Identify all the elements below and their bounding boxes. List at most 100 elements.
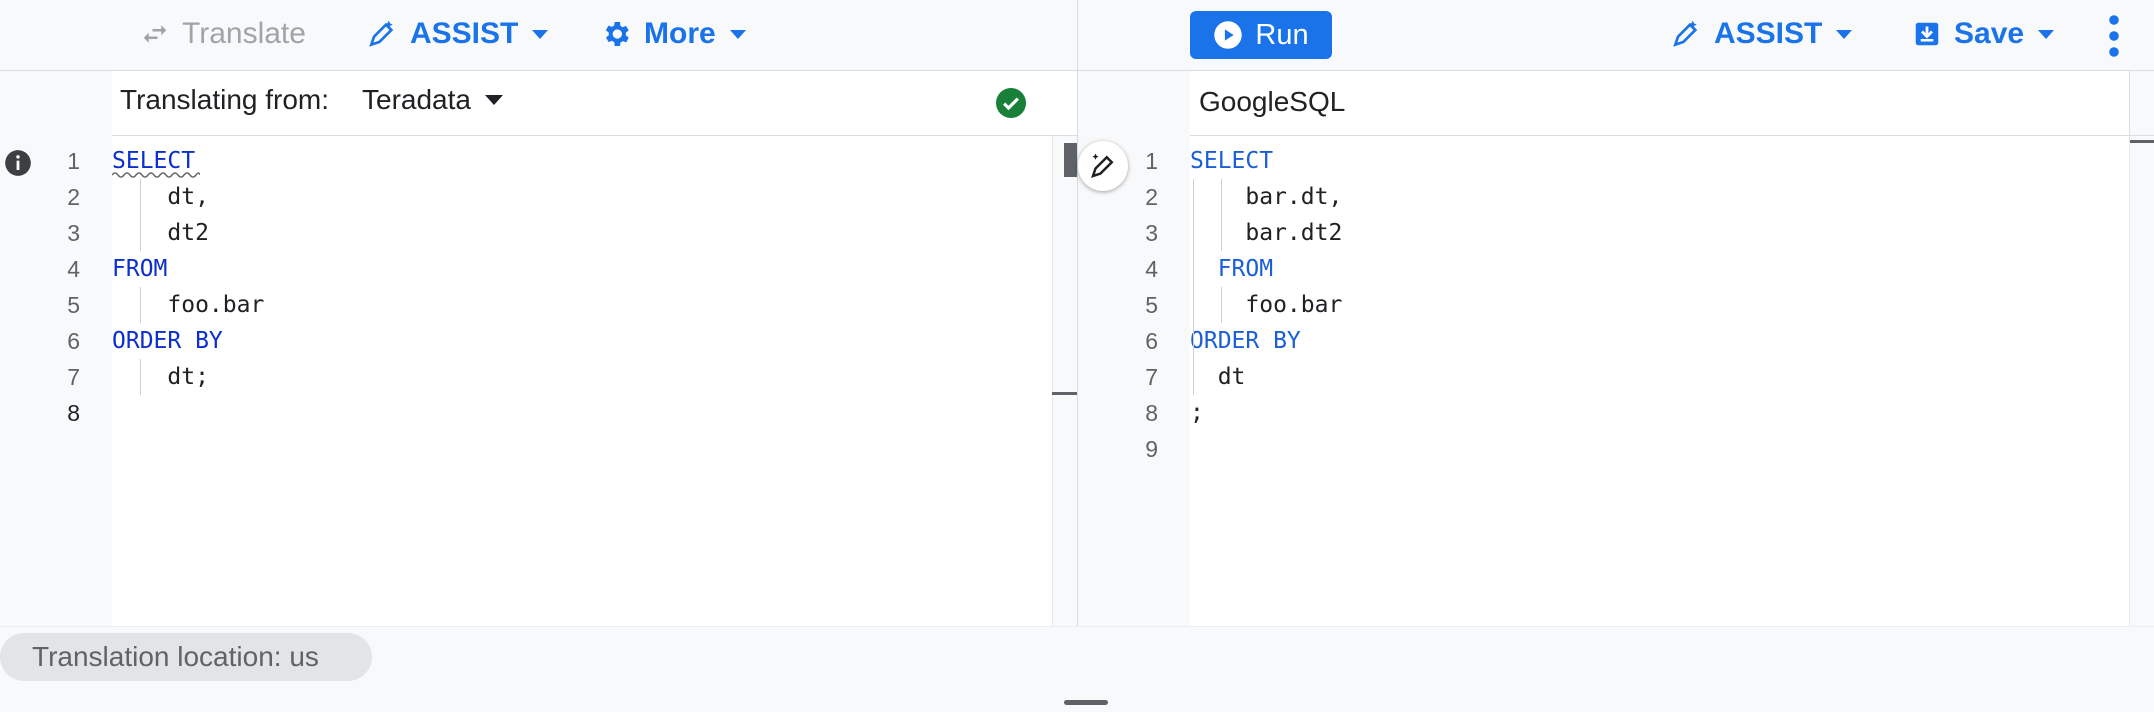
line-number: 4 bbox=[67, 256, 80, 282]
sql-text: dt, bbox=[167, 184, 209, 210]
kebab-menu-button[interactable] bbox=[2104, 14, 2124, 58]
target-line-numbers: 1 2 3 4 5 6 7 8 9 bbox=[1118, 143, 1158, 467]
code-line: bar.dt2 bbox=[1190, 215, 1342, 251]
source-scroll-thumb[interactable] bbox=[1064, 143, 1077, 177]
chevron-down-icon bbox=[729, 29, 746, 39]
code-line bbox=[1190, 431, 1342, 467]
assist-inline-button[interactable] bbox=[1078, 141, 1128, 191]
magic-pen-icon bbox=[1091, 153, 1114, 178]
pane-divider[interactable] bbox=[1077, 0, 1078, 626]
code-line: dt2 bbox=[112, 215, 264, 251]
line-number: 4 bbox=[1145, 256, 1158, 282]
target-scroll-marker bbox=[2130, 140, 2154, 143]
chevron-down-icon bbox=[532, 29, 549, 39]
code-line: bar.dt, bbox=[1190, 179, 1342, 215]
line-number: 9 bbox=[1145, 436, 1158, 462]
translate-button[interactable]: Translate bbox=[140, 4, 306, 64]
sql-text: bar.dt, bbox=[1245, 184, 1343, 210]
more-button[interactable]: More bbox=[600, 4, 746, 64]
more-label: More bbox=[644, 17, 716, 50]
code-line bbox=[112, 395, 264, 431]
line-number: 6 bbox=[67, 328, 80, 354]
more-vert-icon bbox=[2109, 15, 2119, 57]
sql-keyword: ORDER BY bbox=[112, 328, 223, 354]
sql-keyword: SELECT bbox=[1190, 148, 1274, 174]
source-dialect-select[interactable]: Teradata bbox=[362, 84, 503, 116]
assist-left-label: ASSIST bbox=[410, 17, 519, 50]
sql-keyword: FROM bbox=[112, 256, 168, 282]
save-download-icon bbox=[1915, 22, 1939, 46]
magic-pen-icon bbox=[369, 20, 394, 47]
code-line: ORDER BY bbox=[112, 323, 264, 359]
code-line: SELECT bbox=[112, 143, 264, 179]
play-circle-icon bbox=[1214, 21, 1243, 49]
line-number: 3 bbox=[1145, 220, 1158, 246]
source-editor[interactable] bbox=[112, 136, 1052, 626]
target-header-edge bbox=[2129, 71, 2130, 135]
source-scroll-marker bbox=[1052, 392, 1077, 395]
indent-guide bbox=[1221, 179, 1222, 251]
target-header bbox=[1190, 71, 2130, 135]
code-line: FROM bbox=[112, 251, 264, 287]
code-line: SELECT bbox=[1190, 143, 1342, 179]
resize-handle[interactable] bbox=[1064, 700, 1108, 705]
indent-guide bbox=[140, 179, 141, 251]
gear-icon bbox=[605, 22, 629, 46]
sql-text: dt2 bbox=[167, 220, 209, 246]
line-number: 6 bbox=[1145, 328, 1158, 354]
warning-squiggle bbox=[112, 172, 200, 178]
source-dialect-value: Teradata bbox=[362, 84, 471, 115]
source-header-divider bbox=[112, 135, 1077, 136]
code-line: ; bbox=[1190, 395, 1342, 431]
sql-text: dt bbox=[1217, 364, 1246, 390]
indent-guide bbox=[1193, 359, 1194, 395]
sql-text: dt; bbox=[167, 364, 209, 390]
sql-text: foo.bar bbox=[1245, 292, 1343, 318]
run-button[interactable]: Run bbox=[1190, 11, 1332, 59]
code-line: foo.bar bbox=[1190, 287, 1342, 323]
assist-left-button[interactable]: ASSIST bbox=[366, 4, 549, 64]
chevron-down-icon bbox=[2038, 29, 2055, 39]
run-label: Run bbox=[1255, 18, 1309, 51]
source-header bbox=[112, 71, 1077, 135]
code-line: dt; bbox=[112, 359, 264, 395]
target-scroll-track bbox=[2129, 136, 2130, 626]
line-number: 1 bbox=[1145, 148, 1158, 174]
translation-location-label: Translation location: us bbox=[32, 641, 319, 672]
indent-guide bbox=[140, 359, 141, 395]
save-button[interactable]: Save bbox=[1912, 4, 2055, 64]
chevron-down-icon bbox=[484, 95, 503, 105]
sql-text: foo.bar bbox=[167, 292, 265, 318]
line-number: 7 bbox=[1145, 364, 1158, 390]
line-number: 3 bbox=[67, 220, 80, 246]
check-circle-icon bbox=[996, 88, 1026, 123]
line-number: 5 bbox=[1145, 292, 1158, 318]
line-number: 2 bbox=[1145, 184, 1158, 210]
target-dialect-label: GoogleSQL bbox=[1199, 86, 1346, 117]
target-header-divider bbox=[1190, 135, 2154, 136]
target-editor[interactable] bbox=[1190, 136, 2130, 626]
indent-guide bbox=[1221, 287, 1222, 323]
indent-guide bbox=[140, 287, 141, 323]
swap-arrows-icon bbox=[143, 25, 167, 43]
line-number: 8 bbox=[67, 400, 80, 426]
translation-location-chip: Translation location: us bbox=[0, 633, 372, 681]
source-scroll-track bbox=[1052, 136, 1053, 626]
code-line: dt, bbox=[112, 179, 264, 215]
indent-guide bbox=[1193, 179, 1194, 251]
assist-right-label: ASSIST bbox=[1714, 17, 1823, 50]
assist-right-button[interactable]: ASSIST bbox=[1670, 4, 1853, 64]
code-line: foo.bar bbox=[112, 287, 264, 323]
save-label: Save bbox=[1954, 17, 2025, 50]
sql-keyword: FROM bbox=[1217, 256, 1274, 282]
magic-pen-icon bbox=[1673, 20, 1698, 47]
line-number: 8 bbox=[1145, 400, 1158, 426]
info-icon[interactable] bbox=[4, 149, 32, 182]
line-number: 5 bbox=[67, 292, 80, 318]
code-line: ORDER BY bbox=[1190, 323, 1342, 359]
translating-from-label: Translating from: bbox=[120, 84, 330, 115]
code-line: dt bbox=[1190, 359, 1342, 395]
